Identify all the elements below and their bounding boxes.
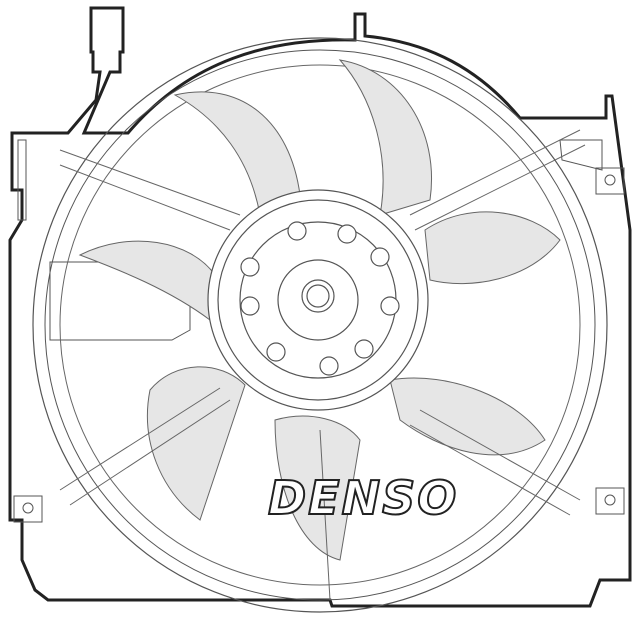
fan-blades xyxy=(78,59,561,561)
brand-logo: DENSO xyxy=(267,470,459,526)
hub-bolt-holes xyxy=(240,221,400,376)
fan-ring-outer xyxy=(32,37,608,613)
shroud-outline xyxy=(8,6,632,608)
